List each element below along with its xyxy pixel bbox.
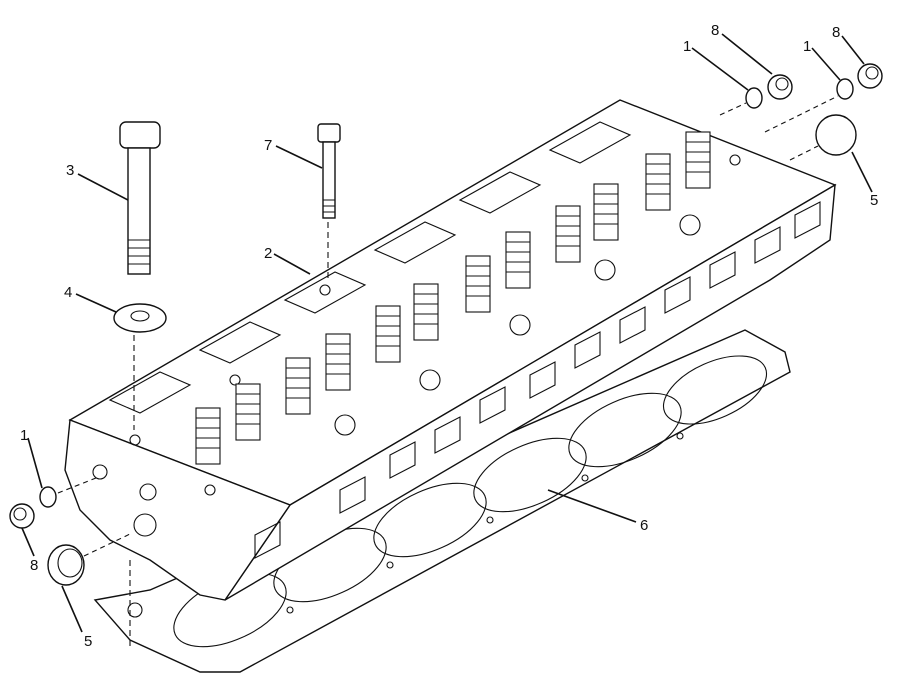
callout-2: 2 (264, 245, 272, 262)
head-bolt-large (119, 121, 161, 275)
callout-3: 3 (66, 162, 74, 179)
callout-labels: 3 4 7 2 1 8 1 8 5 1 8 5 6 (20, 22, 878, 650)
core-plug-left (47, 533, 131, 586)
callout-8-top-b: 8 (832, 24, 840, 41)
callout-1-left: 1 (20, 427, 28, 444)
cylinder-head (64, 99, 837, 601)
callout-1-top-a: 1 (683, 38, 691, 55)
callout-5-right: 5 (870, 192, 878, 209)
plug-top-a (719, 74, 793, 116)
callout-5-left: 5 (84, 633, 92, 650)
callout-8-top-a: 8 (711, 22, 719, 39)
callout-8-left: 8 (30, 557, 38, 574)
head-bolt-small (317, 123, 341, 282)
callout-6: 6 (640, 517, 648, 534)
plug-top-b (764, 63, 883, 133)
core-plug-right (789, 114, 857, 161)
leader-lines (21, 33, 873, 633)
head-gasket (93, 329, 791, 673)
washer (113, 303, 167, 430)
callout-1-top-b: 1 (803, 38, 811, 55)
callout-7: 7 (264, 137, 272, 154)
valve-springs (195, 131, 711, 465)
callout-4: 4 (64, 284, 72, 301)
